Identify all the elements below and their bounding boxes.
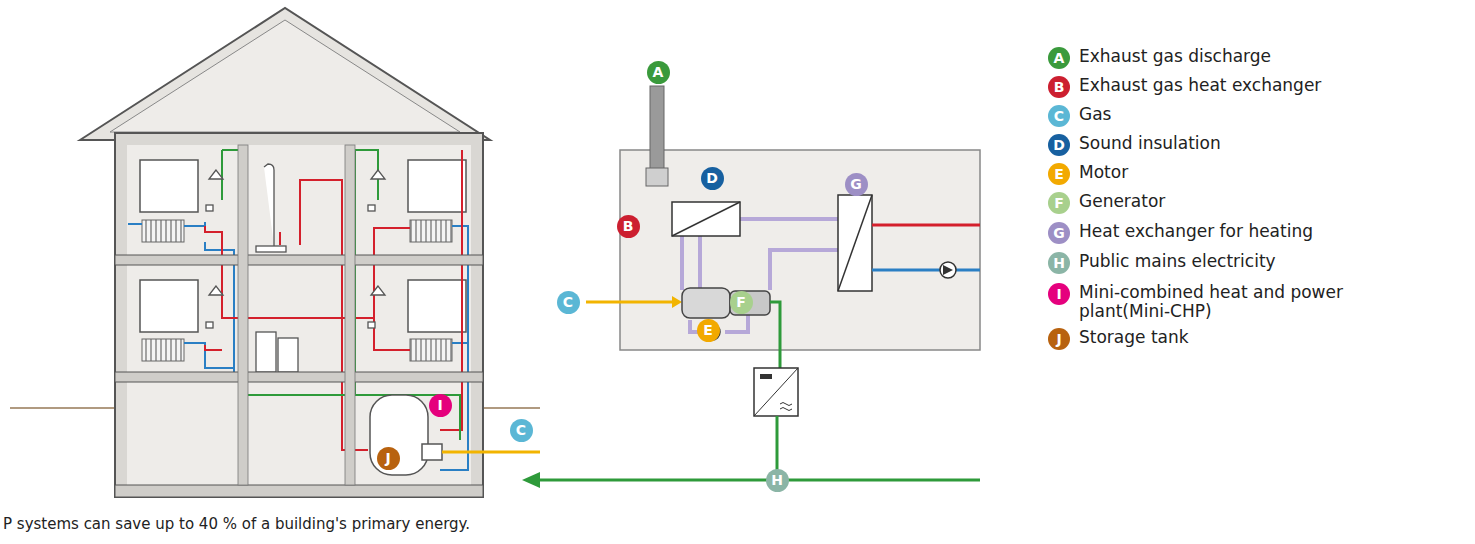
callout-letter: F [1054,196,1064,210]
callout-letter: E [703,323,713,337]
callout-circle: G [845,173,868,196]
legend-text: Public mains electricity [1079,252,1475,271]
legend-row: D Sound insulation [1048,134,1475,156]
legend-row: I Mini-combined heat and power plant(Mini… [1048,283,1349,321]
callout-letter: A [1054,51,1065,65]
callout-letter: E [1054,167,1064,181]
legend-row: J Storage tank [1048,328,1475,350]
legend-row: H Public mains electricity [1048,252,1475,274]
legend-text: Heat exchanger for heating [1079,222,1475,241]
callout-letter: G [850,177,862,191]
callout-letter: A [653,65,664,79]
legend-row: E Motor [1048,163,1475,185]
legend-swatch: B [1048,76,1070,98]
legend-swatch: E [1048,163,1070,185]
callout-letter: B [623,219,634,233]
callout-letter: J [1056,332,1061,346]
legend-swatch: F [1048,192,1070,214]
callout-letter: I [437,398,442,412]
callout-circle: H [766,469,789,492]
legend-text: Sound insulation [1079,134,1475,153]
callout-letter: F [736,295,746,309]
legend-swatch: A [1048,47,1070,69]
legend-swatch: J [1048,328,1070,350]
legend-text: Mini-combined heat and power plant(Mini-… [1079,283,1349,321]
callout-circle: D [701,167,724,190]
legend-text: Exhaust gas heat exchanger [1079,76,1475,95]
legend-row: B Exhaust gas heat exchanger [1048,76,1475,98]
callout-letter: C [1054,109,1064,123]
callout-letter: H [1053,256,1065,270]
legend-text: Storage tank [1079,328,1475,347]
caption: P systems can save up to 40 % of a build… [3,515,470,533]
legend-text: Motor [1079,163,1475,182]
callout-letter: C [563,295,573,309]
legend-swatch: H [1048,252,1070,274]
callout-letter: I [1056,287,1061,301]
callout-circle: E [697,319,720,342]
legend-text: Gas [1079,105,1475,124]
callout-circle: C [510,419,533,442]
callout-letter: G [1053,226,1065,240]
legend-row: A Exhaust gas discharge [1048,47,1475,69]
callout-letter: D [706,171,718,185]
legend-swatch: I [1048,283,1070,305]
callout-letter: B [1054,80,1065,94]
callout-circle: J [377,447,400,470]
callout-circle: A [647,61,670,84]
legend-swatch: D [1048,134,1070,156]
callout-circle: B [617,215,640,238]
legend-text: Generator [1079,192,1475,211]
callout-circle: F [730,291,753,314]
callout-circle: I [429,394,452,417]
legend-row: F Generator [1048,192,1475,214]
callout-letter: D [1053,138,1065,152]
callout-letter: C [516,423,526,437]
callout-letter: J [385,451,390,465]
legend-text: Exhaust gas discharge [1079,47,1475,66]
legend-row: G Heat exchanger for heating [1048,222,1475,244]
legend-swatch: G [1048,222,1070,244]
callout-circle: C [557,291,580,314]
callout-letter: H [771,473,783,487]
legend-row: C Gas [1048,105,1475,127]
legend-swatch: C [1048,105,1070,127]
